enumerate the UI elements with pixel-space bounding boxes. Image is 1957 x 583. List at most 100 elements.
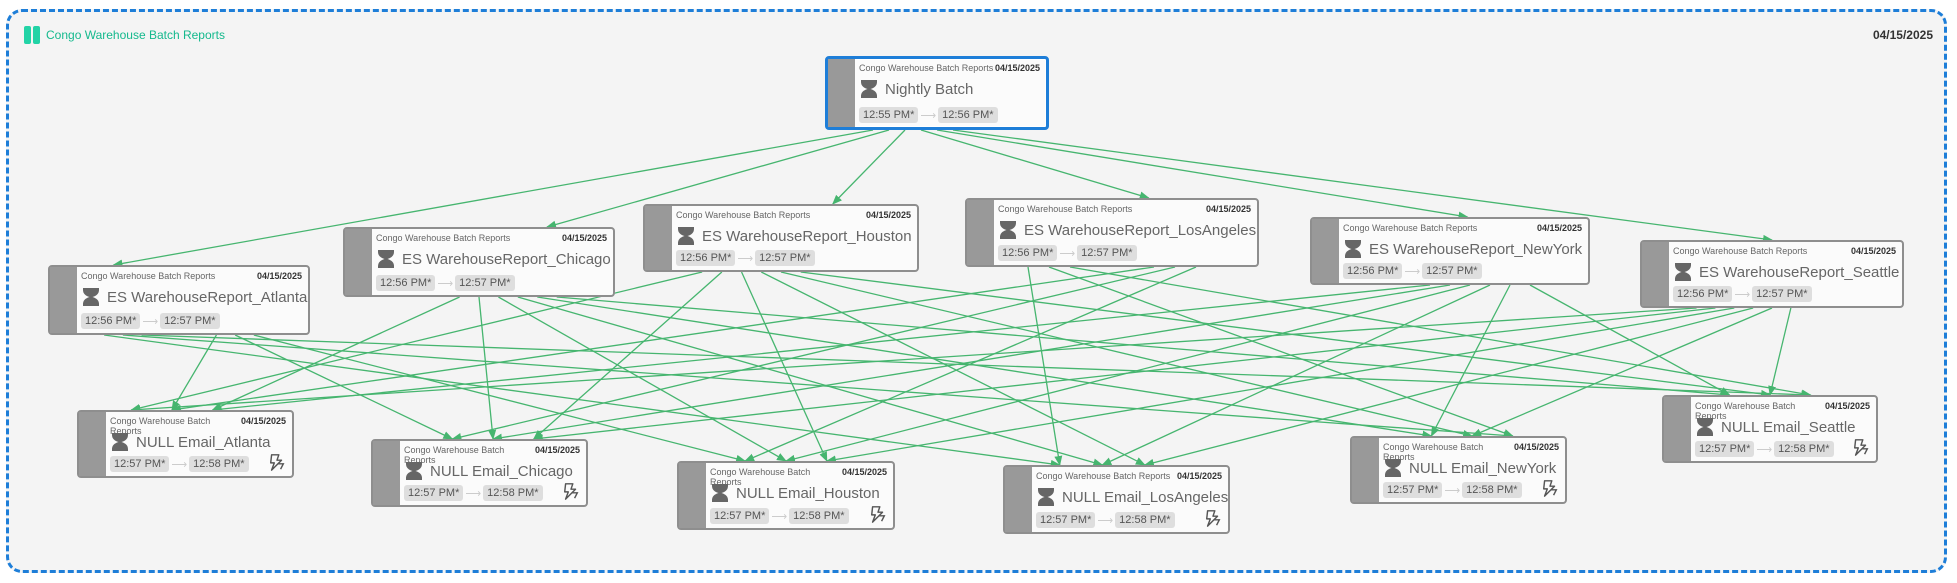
lightning-bolt-icon[interactable] [268, 453, 286, 471]
node-status-bar [50, 267, 77, 333]
node-status-bar [1312, 219, 1339, 283]
hourglass-icon [998, 220, 1018, 240]
node-title-row: NULL Email_Houston [710, 483, 889, 503]
node-title[interactable]: NULL Email_Chicago [430, 462, 573, 480]
edge-seattle-to-email_seattle [1768, 307, 1792, 396]
start-time: 12:57 PM* [710, 508, 770, 524]
node-status-bar [1642, 242, 1669, 306]
edge-atlanta-to-email_newyork [122, 334, 1514, 440]
node-date: 04/15/2025 [1850, 246, 1896, 256]
node-title[interactable]: ES WarehouseReport_Chicago [402, 250, 611, 268]
start-time: 12:57 PM* [1695, 441, 1755, 457]
node-title-row: ES WarehouseReport_Atlanta [81, 287, 308, 307]
lightning-bolt-icon[interactable] [562, 482, 580, 500]
node-status-bar [79, 412, 106, 476]
arrow-right-icon: ⟶ [437, 277, 454, 290]
arrow-right-icon: ⟶ [737, 252, 754, 265]
node-date: 04/15/2025 [240, 416, 286, 426]
edge-nightly-to-losangeles [920, 129, 1150, 200]
node-title[interactable]: NULL Email_Seattle [1721, 418, 1856, 436]
edge-seattle-to-email_newyork [1471, 307, 1773, 437]
edge-houston-to-email_chicago [533, 271, 723, 440]
edge-atlanta-to-email_houston [253, 334, 747, 463]
node-meta: Congo Warehouse Batch Reports 04/15/2025 [676, 210, 911, 220]
edge-seattle-to-email_houston [825, 307, 1735, 464]
node-title[interactable]: ES WarehouseReport_Atlanta [107, 288, 308, 306]
lightning-bolt-icon[interactable] [1541, 479, 1559, 497]
node-title[interactable]: NULL Email_Houston [736, 484, 880, 502]
edge-chicago-to-email_newyork [537, 296, 1433, 439]
node-times: 12:57 PM*⟶12:58 PM* [1036, 512, 1175, 528]
end-time: 12:58 PM* [1774, 441, 1834, 457]
start-time: 12:56 PM* [376, 275, 436, 291]
end-time: 12:58 PM* [1462, 482, 1522, 498]
hourglass-icon [1343, 239, 1363, 259]
arrow-right-icon: ⟶ [771, 510, 788, 523]
node-title-row: Nightly Batch [859, 79, 1042, 99]
node-category: Congo Warehouse Batch Reports [1343, 223, 1478, 233]
edge-houston-to-email_losangeles [760, 271, 1146, 466]
lightning-bolt-icon[interactable] [869, 505, 887, 523]
hourglass-icon [676, 226, 696, 246]
arrow-right-icon: ⟶ [1444, 484, 1461, 497]
lightning-bolt-icon[interactable] [1852, 438, 1870, 456]
start-time: 12:57 PM* [1383, 482, 1443, 498]
node-title[interactable]: ES WarehouseReport_LosAngeles [1024, 221, 1257, 239]
node-times: 12:56 PM*⟶12:57 PM* [1343, 263, 1482, 279]
node-title-row: NULL Email_Seattle [1695, 417, 1872, 437]
edge-houston-to-email_seattle [800, 271, 1771, 398]
end-time: 12:57 PM* [1077, 245, 1137, 261]
workflow-logo-icon [24, 26, 40, 44]
edge-chicago-to-email_chicago [478, 296, 497, 440]
edge-newyork-to-email_losangeles [1101, 284, 1491, 466]
node-category: Congo Warehouse Batch Reports [710, 467, 811, 487]
node-times: 12:56 PM*⟶12:57 PM* [1673, 286, 1812, 302]
hourglass-icon [81, 287, 101, 307]
node-category: Congo Warehouse Batch Reports [676, 210, 811, 220]
node-category: Congo Warehouse Batch Reports [376, 233, 511, 243]
node-title[interactable]: NULL Email_Atlanta [136, 433, 271, 451]
lightning-bolt-icon[interactable] [1204, 509, 1222, 527]
node-status-bar [373, 441, 400, 505]
edge-chicago-to-email_houston [498, 296, 787, 462]
arrow-right-icon: ⟶ [1734, 288, 1751, 301]
frame-title[interactable]: Congo Warehouse Batch Reports [46, 28, 225, 42]
edge-houston-to-email_houston [740, 271, 828, 462]
node-times: 12:57 PM*⟶12:58 PM* [1695, 441, 1834, 457]
node-title[interactable]: ES WarehouseReport_NewYork [1369, 240, 1583, 258]
end-time: 12:57 PM* [160, 313, 220, 329]
end-time: 12:58 PM* [189, 456, 249, 472]
node-status-bar [679, 463, 706, 528]
start-time: 12:57 PM* [404, 485, 464, 501]
node-title[interactable]: NULL Email_LosAngeles [1062, 488, 1229, 506]
edge-atlanta-to-email_atlanta [171, 334, 217, 411]
start-time: 12:56 PM* [81, 313, 141, 329]
node-category: Congo Warehouse Batch Reports [1036, 471, 1171, 481]
edge-newyork-to-email_atlanta [211, 284, 1431, 414]
node-title[interactable]: ES WarehouseReport_Houston [702, 227, 912, 245]
node-title[interactable]: Nightly Batch [885, 80, 974, 98]
node-date: 04/15/2025 [534, 445, 580, 455]
node-title[interactable]: ES WarehouseReport_Seattle [1699, 263, 1900, 281]
node-date: 04/15/2025 [865, 210, 911, 220]
end-time: 12:57 PM* [1752, 286, 1812, 302]
node-title[interactable]: NULL Email_NewYork [1409, 459, 1557, 477]
node-category: Congo Warehouse Batch Reports [1383, 442, 1484, 462]
